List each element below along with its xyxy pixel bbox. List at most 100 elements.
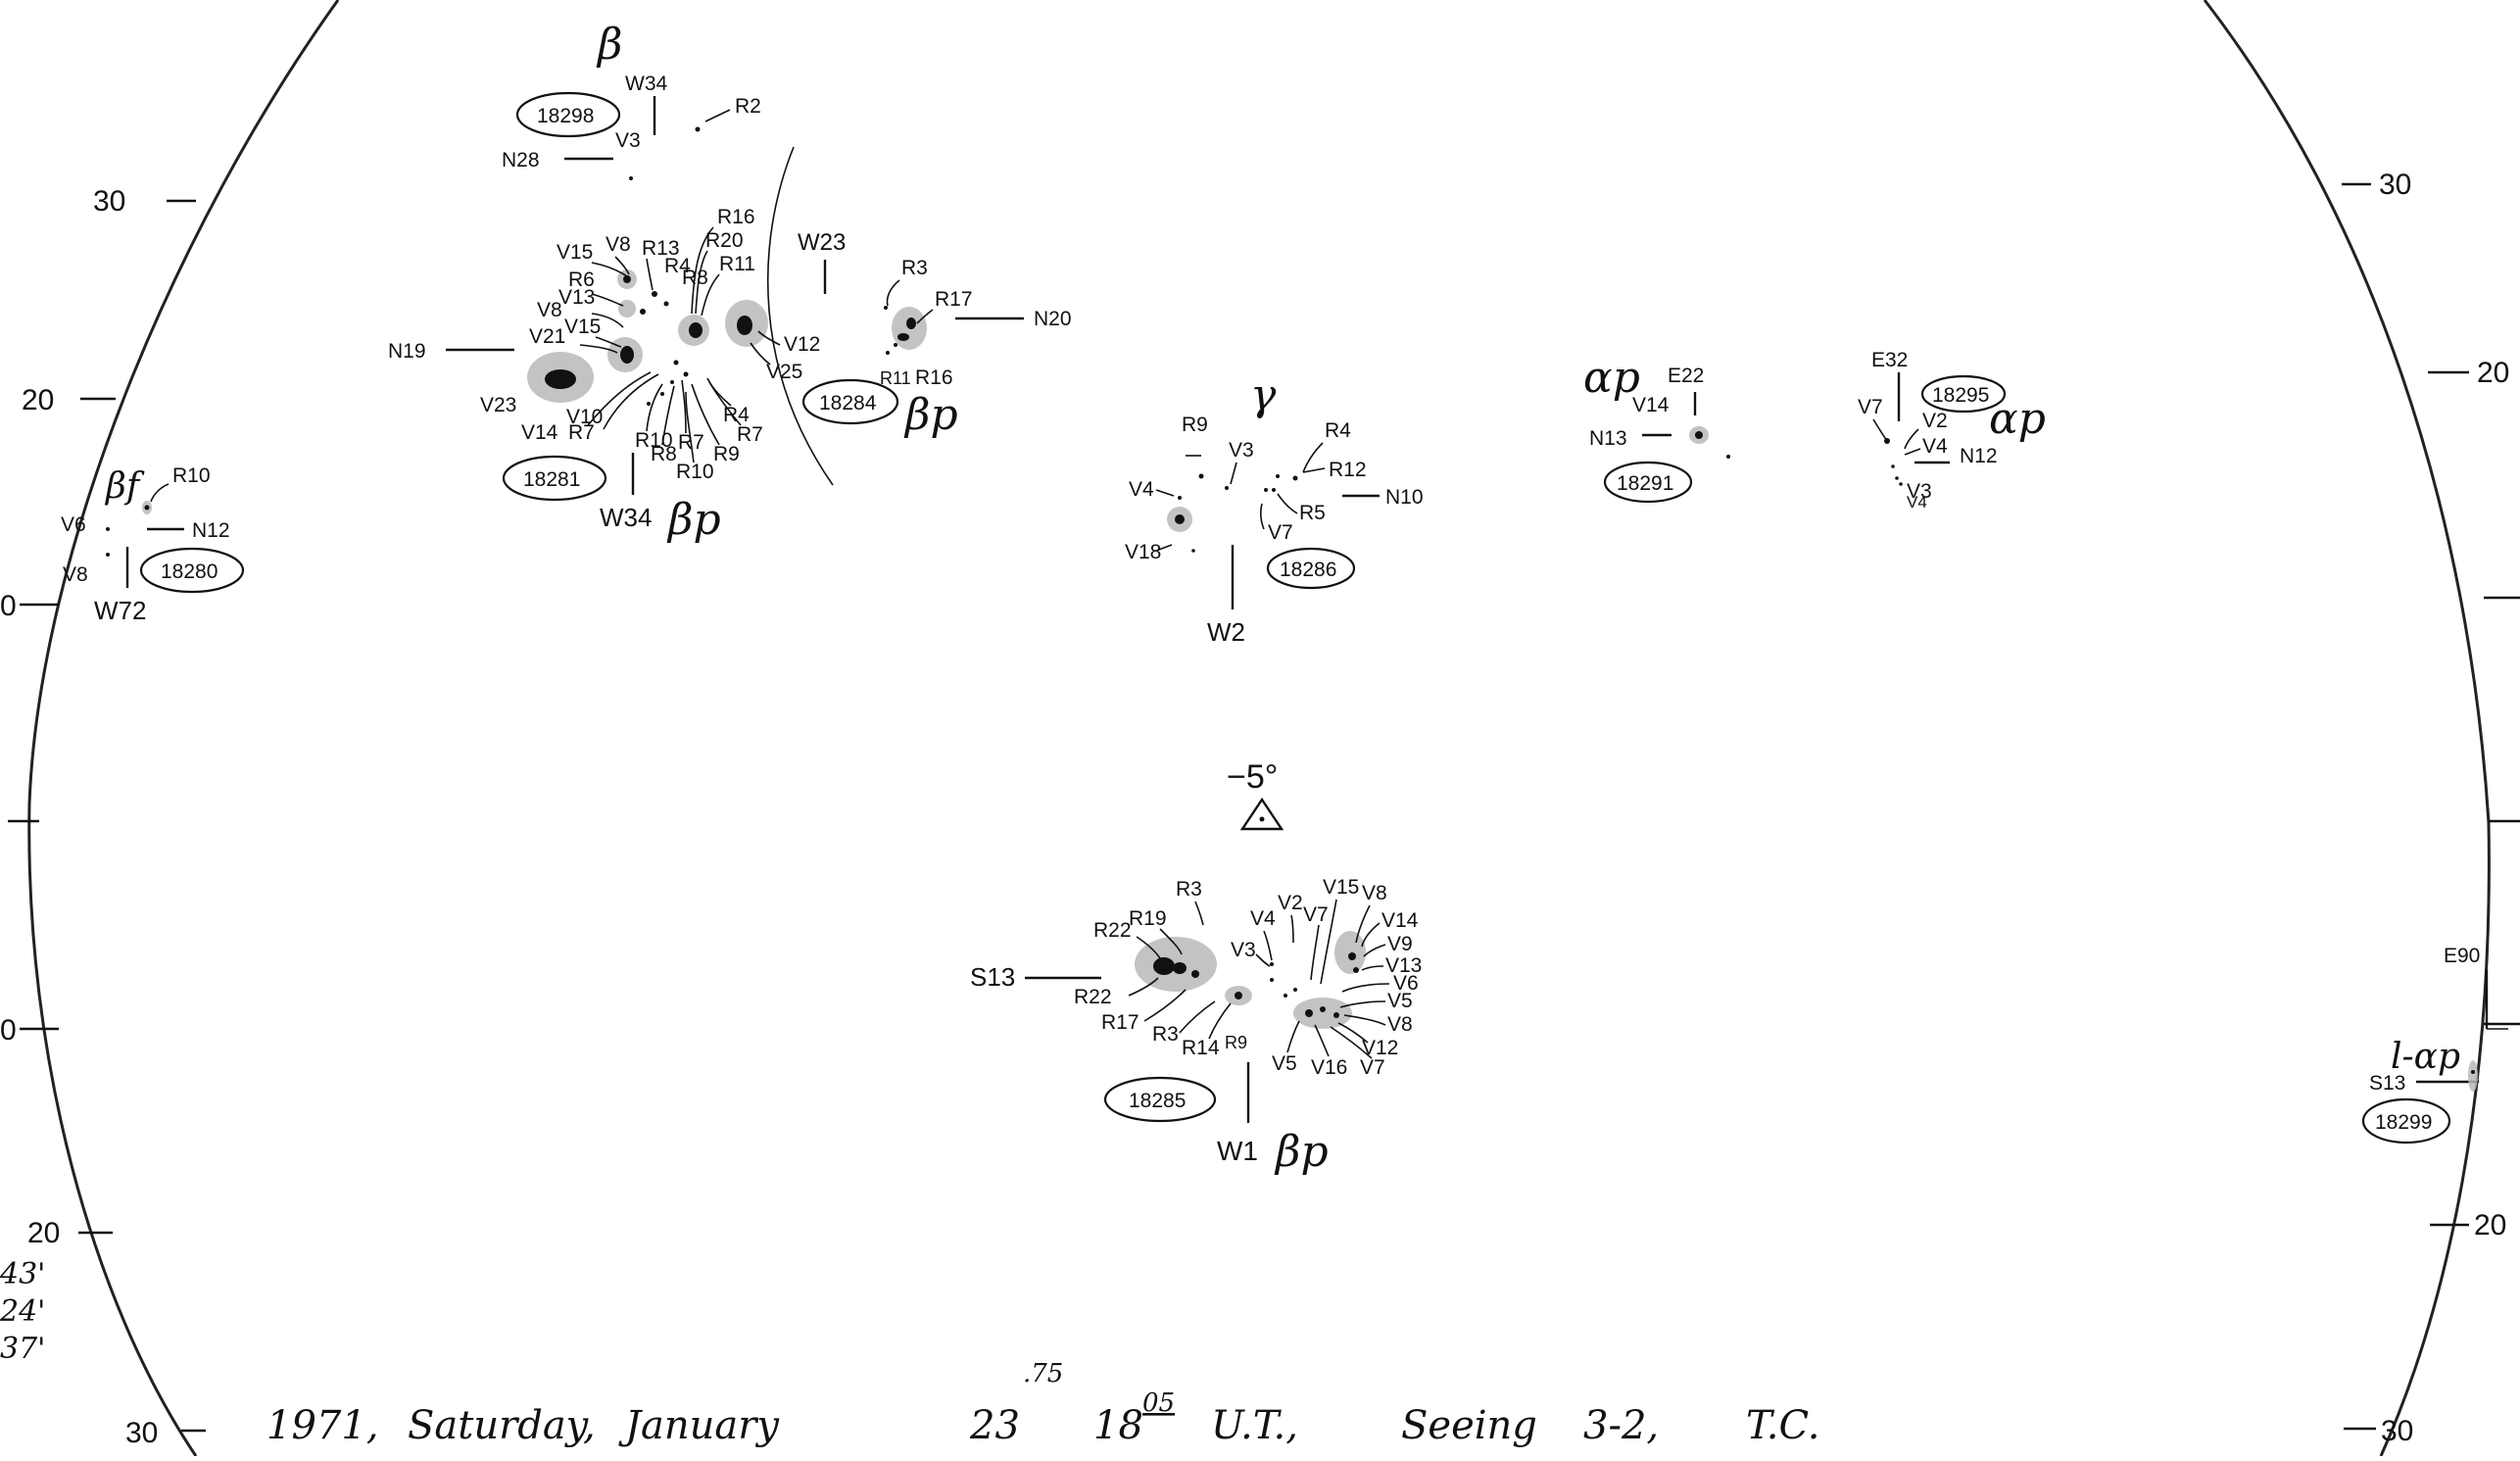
spot-V7: V7 (1858, 396, 1883, 418)
spot-R22: R22 (1093, 919, 1132, 942)
caption-observer: T.C. (1746, 1403, 1819, 1448)
lat-label: S13 (2369, 1072, 2405, 1095)
faint-boundary-line (766, 146, 834, 486)
spot-R7: R7 (568, 421, 595, 444)
caption-time: 18 (1093, 1403, 1143, 1448)
class-label: βp (666, 495, 721, 545)
lat-label: N13 (1589, 427, 1627, 450)
spot-V12: V12 (1362, 1037, 1398, 1059)
spot-R9: R9 (1225, 1033, 1247, 1052)
right-scale: 30 20 20 30 (2342, 169, 2520, 1447)
spot-V23: V23 (480, 394, 516, 416)
spot-V12: V12 (784, 333, 820, 356)
lon-label: W1 (1217, 1136, 1258, 1166)
spot-R17: R17 (1101, 1011, 1139, 1034)
region-number-oval (502, 455, 607, 502)
spot-V13: V13 (558, 286, 595, 309)
spot-R11: R11 (880, 368, 911, 388)
margin-note-2: 24' (0, 1294, 45, 1329)
region-number-oval (1103, 1076, 1217, 1123)
spot-R4: R4 (664, 255, 691, 277)
caption-date-fraction: .75 (1023, 1359, 1063, 1388)
lon-label: W72 (94, 596, 146, 625)
region-number-oval (139, 547, 245, 594)
spot-V18: V18 (1125, 541, 1161, 563)
lon-label: E32 (1871, 349, 1908, 371)
spot-R17: R17 (935, 288, 973, 311)
spot-R6: R6 (568, 268, 595, 291)
region-number: 18298 (537, 105, 594, 127)
spot-V7: V7 (1268, 521, 1293, 544)
spot-V16: V16 (1311, 1056, 1347, 1079)
caption-year: 1971, (267, 1403, 379, 1448)
tick-left-0b: 0 (0, 1014, 17, 1047)
tick-right-20b: 20 (2474, 1209, 2506, 1242)
region-number: 18280 (161, 560, 218, 583)
margin-note-3: 37' (0, 1332, 45, 1366)
disk-center-marker: −5° (1227, 758, 1284, 831)
spot-R3: R3 (901, 257, 928, 279)
spot-V14: V14 (1632, 394, 1670, 416)
spot-R14: R14 (1182, 1037, 1220, 1059)
lat-label: N12 (192, 519, 230, 542)
class-label: αp (1989, 394, 2046, 444)
region-number-oval (515, 91, 621, 138)
class-label: γ (1250, 370, 1277, 420)
lon-label: W34 (600, 503, 652, 532)
margin-note-1: 43' (0, 1257, 45, 1291)
spot-R10: R10 (172, 464, 211, 487)
class-label: l-αp (2391, 1037, 2460, 1077)
spot-V4: V4 (1129, 478, 1154, 501)
caption-seeing-value: 3-2, (1583, 1403, 1659, 1448)
class-label: βp (903, 390, 958, 440)
spot-V14: V14 (1381, 909, 1419, 932)
spot-R4: R4 (1325, 419, 1351, 442)
region-18284: W23 R3 R17 N20 R11 R16 18284 βp (798, 229, 1072, 440)
lat-label: N28 (502, 149, 540, 171)
spot-V8: V8 (606, 233, 631, 256)
spot-V8b: V8 (537, 299, 562, 321)
lat-label: N12 (1960, 445, 1998, 467)
region-number-oval (801, 378, 899, 425)
caption-month: January (618, 1403, 780, 1448)
region-number: 18299 (2375, 1111, 2432, 1134)
spot-V15: V15 (557, 241, 593, 264)
lon-label: W2 (1207, 617, 1245, 647)
spot-V7: V7 (1303, 903, 1329, 926)
spot-V5b: V5 (1272, 1052, 1297, 1075)
tick-left-30b: 30 (125, 1417, 158, 1449)
tick-left-20b: 20 (27, 1217, 60, 1249)
region-number: 18281 (523, 468, 580, 491)
lat-label: N19 (388, 340, 426, 363)
spot-V8: V8 (1362, 882, 1387, 904)
lon-label: W34 (625, 73, 668, 95)
spot-V6: V6 (1393, 972, 1419, 995)
spot-R16: R16 (717, 206, 755, 228)
solar-limb-left (27, 0, 340, 1457)
region-18280: βf R10 V6 N12 V8 18280 W72 (61, 464, 245, 625)
region-18295: E32 18295 V7 V2 V4 N12 αp V3 V4 (1858, 349, 2046, 511)
spot-V4: V4 (1250, 907, 1276, 930)
spot-V21: V21 (529, 325, 565, 348)
spot-V7b: V7 (1360, 1056, 1385, 1079)
spot-R9: R9 (713, 443, 740, 465)
spot-V3: V3 (615, 129, 641, 152)
spot-R11: R11 (719, 253, 755, 275)
lat-label: N20 (1034, 308, 1072, 330)
spot-V6: V6 (61, 513, 86, 536)
class-label: βf (104, 466, 145, 507)
tick-left-0: 0 (0, 590, 17, 622)
spot-V4: V4 (1922, 435, 1948, 458)
spot-V2: V2 (1278, 892, 1303, 914)
tick-left-20: 20 (22, 384, 54, 416)
spot-V9: V9 (1387, 933, 1413, 955)
spot-V5: V5 (1387, 990, 1413, 1012)
tick-right-20: 20 (2477, 357, 2509, 389)
region-number-oval (1266, 547, 1356, 590)
region-18286: γ R9 V3 R4 V4 R12 R5 N10 V7 V18 18286 W2 (1125, 370, 1424, 647)
spot-R19: R19 (1129, 907, 1167, 930)
spot-R5: R5 (1299, 502, 1326, 524)
spot-V8: V8 (63, 563, 88, 586)
